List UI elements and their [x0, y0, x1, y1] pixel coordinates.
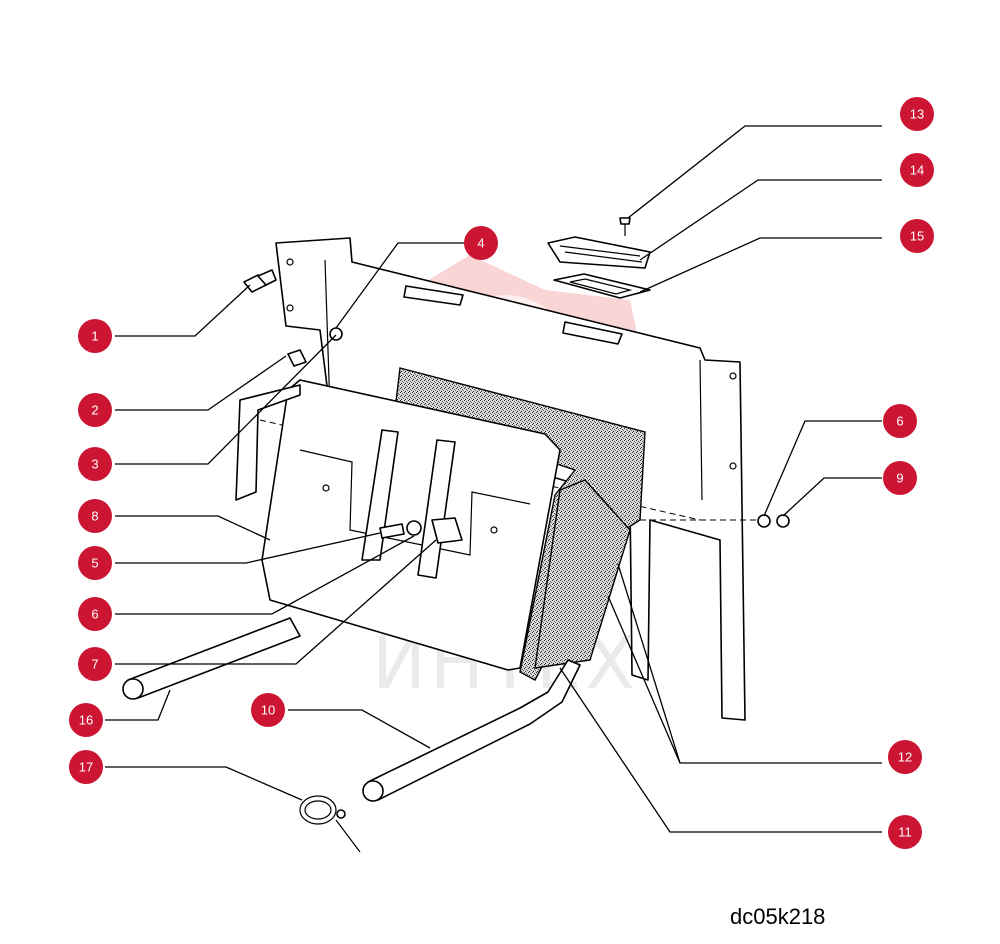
callout-label: 6 [896, 414, 903, 429]
fasteners [243, 217, 790, 544]
filter-strip [534, 479, 631, 669]
callout-5: 5 [78, 546, 112, 580]
callout-11: 11 [888, 815, 922, 849]
callout-6-right: 6 [883, 404, 917, 438]
callout-7: 7 [78, 647, 112, 681]
callout-15: 15 [900, 219, 934, 253]
callout-label: 5 [91, 556, 98, 571]
callout-2: 2 [78, 393, 112, 427]
callout-8: 8 [78, 499, 112, 533]
callouts: 1 2 3 4 5 6 7 8 [69, 97, 934, 849]
vent-cover [547, 236, 651, 269]
callout-17: 17 [69, 750, 103, 784]
callout-label: 10 [261, 703, 275, 718]
callout-10: 10 [251, 693, 285, 727]
rod-10 [362, 659, 581, 802]
diagram-code: dc05k218 [730, 904, 826, 929]
callout-label: 4 [477, 236, 484, 251]
rod-16 [122, 617, 301, 700]
gasket [553, 273, 651, 299]
callout-4: 4 [464, 226, 498, 260]
callout-1: 1 [78, 319, 112, 353]
callout-label: 9 [896, 471, 903, 486]
callout-label: 16 [79, 713, 93, 728]
callout-label: 1 [91, 329, 98, 344]
callout-14: 14 [900, 153, 934, 187]
callout-12: 12 [888, 740, 922, 774]
callout-label: 17 [79, 760, 93, 775]
callout-label: 6 [91, 607, 98, 622]
callout-label: 3 [91, 457, 98, 472]
callout-label: 8 [91, 509, 98, 524]
callout-label: 12 [898, 750, 912, 765]
callout-label: 15 [910, 229, 924, 244]
callout-label: 2 [91, 403, 98, 418]
callout-label: 13 [910, 107, 924, 122]
callout-16: 16 [69, 703, 103, 737]
callout-13: 13 [900, 97, 934, 131]
callout-9: 9 [883, 461, 917, 495]
callout-3: 3 [78, 447, 112, 481]
left-bracket [235, 384, 301, 501]
callout-label: 11 [898, 825, 912, 840]
clamp [299, 795, 361, 853]
callout-label: 14 [910, 163, 924, 178]
leader-lines [105, 125, 882, 833]
callout-label: 7 [91, 657, 98, 672]
callout-6: 6 [78, 597, 112, 631]
